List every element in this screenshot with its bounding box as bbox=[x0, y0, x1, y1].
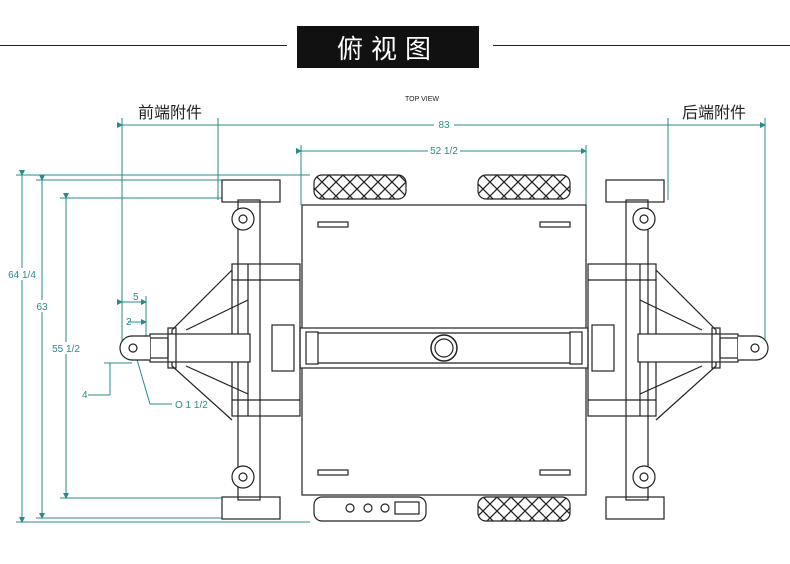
machine-outline bbox=[119, 174, 769, 522]
tire-top-left bbox=[313, 174, 407, 200]
dim-hole-diameter: O 1 1/2 bbox=[175, 400, 208, 411]
view-label: TOP VIEW bbox=[405, 96, 439, 103]
rear-attachment-label: 后端附件 bbox=[682, 103, 746, 122]
page-title: 俯视图 bbox=[297, 26, 479, 68]
dim-overall-length: 83 bbox=[438, 120, 450, 131]
dim-wheel-span: 52 1/2 bbox=[430, 146, 458, 157]
tire-bottom-right bbox=[477, 496, 571, 522]
dim-width-63: 63 bbox=[36, 302, 48, 313]
header-rule-right bbox=[493, 45, 790, 46]
dimension-lines bbox=[16, 118, 766, 523]
dim-5: 5 bbox=[133, 292, 139, 303]
front-attachment-label: 前端附件 bbox=[138, 103, 202, 122]
tire-bottom-left bbox=[313, 496, 427, 522]
dim-4: 4 bbox=[82, 390, 88, 401]
dim-overall-width: 64 1/4 bbox=[8, 270, 36, 281]
dim-width-55: 55 1/2 bbox=[52, 344, 80, 355]
tire-top-right bbox=[477, 174, 571, 200]
dim-2: 2 bbox=[126, 317, 132, 328]
header-rule-left bbox=[0, 45, 287, 46]
